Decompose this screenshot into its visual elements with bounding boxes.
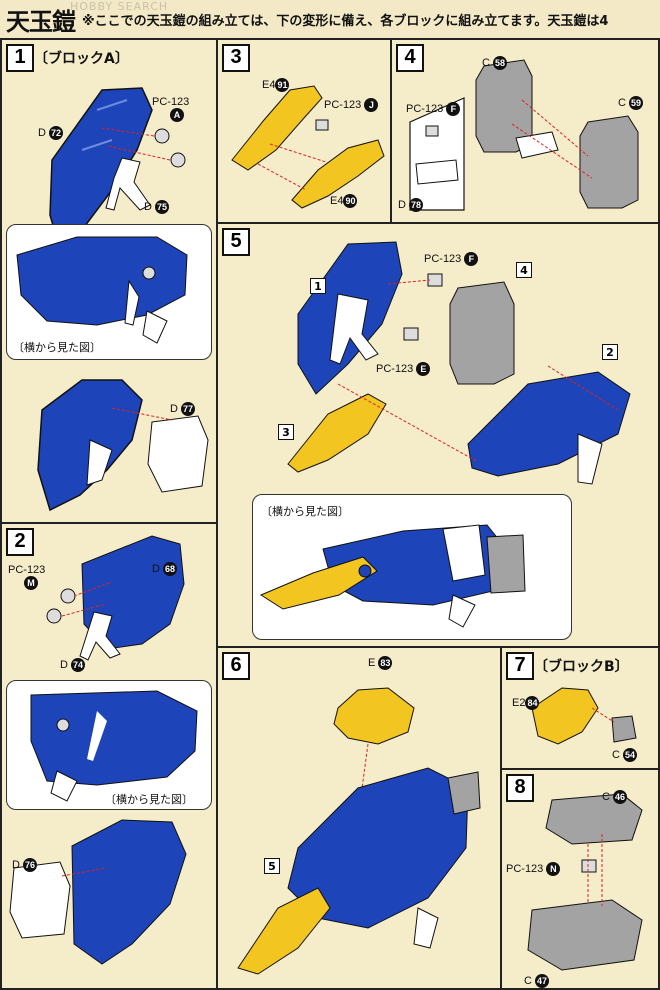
white-leg-part xyxy=(105,157,151,211)
label-d75: D 75 xyxy=(144,200,170,214)
side-view-box-1: 〔横から見た図〕 xyxy=(6,224,212,360)
step-4-number: 4 xyxy=(396,44,424,72)
step-2-number: 2 xyxy=(6,528,34,556)
label-c47: C 47 xyxy=(524,974,550,988)
ref-step-4: 4 xyxy=(516,262,532,278)
label-d76: D 76 xyxy=(12,858,38,872)
label-c46: C 46 xyxy=(602,790,628,804)
page-header: HOBBY SEARCH 天玉鎧 ※ここでの天玉鎧の組み立ては、下の変形に備え、… xyxy=(0,0,660,36)
step-7-number: 7 xyxy=(506,652,534,680)
step-4-illustration xyxy=(409,59,639,211)
label-d77: D 77 xyxy=(170,402,196,416)
white-block-d76 xyxy=(9,861,71,939)
ref-step-3: 3 xyxy=(278,424,294,440)
side-view-caption-5: 〔横から見た図〕 xyxy=(261,505,349,518)
label-c58: C 58 xyxy=(482,56,508,70)
step-2-illustration xyxy=(9,535,187,965)
gray-block-4 xyxy=(449,281,515,385)
tag-f: F xyxy=(446,102,461,116)
step-8-number: 8 xyxy=(506,774,534,802)
label-c59: C 59 xyxy=(618,96,644,110)
label-d78: D 78 xyxy=(398,198,424,212)
side-view-caption-1: 〔横から見た図〕 xyxy=(13,341,101,354)
step-6-number: 6 xyxy=(222,652,250,680)
gray-part-c59 xyxy=(579,115,639,209)
yellow-part-e4-91 xyxy=(231,85,323,171)
label-pc-f: PC-123 F xyxy=(406,102,461,116)
label-pc-f-5: PC-123 F xyxy=(424,252,479,266)
label-d72: D 72 xyxy=(38,126,64,140)
ref-step-2: 2 xyxy=(602,344,618,360)
label-pc-e: PC-123 E xyxy=(376,362,431,376)
side-view-box-2: 〔横から見た図〕 xyxy=(6,680,212,810)
step-4-panel: 4 C 58 C 59 PC-123 F D 78 xyxy=(390,38,660,224)
tag-e: E xyxy=(416,362,431,376)
label-pc-j: PC-123 J xyxy=(324,98,379,112)
side-view-box-5: 〔横から見た図〕 xyxy=(252,494,572,640)
block-b-title: 〔ブロックB〕 xyxy=(534,659,629,675)
header-description: ※ここでの天玉鎧の組み立ては、下の変形に備え、各ブロックに組み立てます。天玉鎧は… xyxy=(82,14,609,29)
yellow-block-3 xyxy=(287,393,387,473)
gray-part-c47 xyxy=(527,899,643,971)
yellow-part-e2-84 xyxy=(531,687,599,745)
gray-part-c54 xyxy=(611,715,637,743)
gray-part-c46 xyxy=(545,793,643,845)
white-block-d77 xyxy=(147,415,209,493)
step-5-number: 5 xyxy=(222,228,250,256)
label-d74: D 74 xyxy=(60,658,86,672)
tag-j: J xyxy=(364,98,379,112)
tag-a: A xyxy=(170,108,184,122)
label-pc-n: PC-123 N xyxy=(506,862,561,876)
label-e83: E 83 xyxy=(368,656,393,670)
block-a-title: 〔ブロックA〕 xyxy=(34,51,129,67)
step-3-illustration xyxy=(231,85,385,209)
blue-block-2 xyxy=(467,371,631,477)
step-6-illustration xyxy=(237,687,481,975)
tag-m: M xyxy=(24,576,38,590)
ref-step-1: 1 xyxy=(310,278,326,294)
label-c54: C 54 xyxy=(612,748,638,762)
tag-n: N xyxy=(546,862,561,876)
step-6-panel: 6 E 83 5 xyxy=(216,646,502,990)
ref-step-5: 5 xyxy=(264,858,280,874)
step-5-panel: 5 1 4 2 3 PC-123 F PC-123 E 〔横から見た図〕 xyxy=(216,222,660,648)
blue-armor-assembled xyxy=(71,819,187,965)
step-8-illustration xyxy=(527,793,643,971)
step-1-number: 1 xyxy=(6,44,34,72)
step-7-illustration xyxy=(531,687,637,745)
step-8-panel: 8 C 46 PC-123 N C 47 xyxy=(500,768,660,990)
page-title: 天玉鎧 xyxy=(6,7,76,36)
label-d68: D 68 xyxy=(152,562,178,576)
step-1-illustration xyxy=(37,87,209,512)
gray-part-c58 xyxy=(475,59,533,153)
side-view-caption-2: 〔横から見た図〕 xyxy=(105,793,193,806)
yellow-part-e4-90 xyxy=(291,139,385,209)
watermark: HOBBY SEARCH xyxy=(70,0,169,13)
step-3-number: 3 xyxy=(222,44,250,72)
yellow-part-e83 xyxy=(333,687,415,745)
